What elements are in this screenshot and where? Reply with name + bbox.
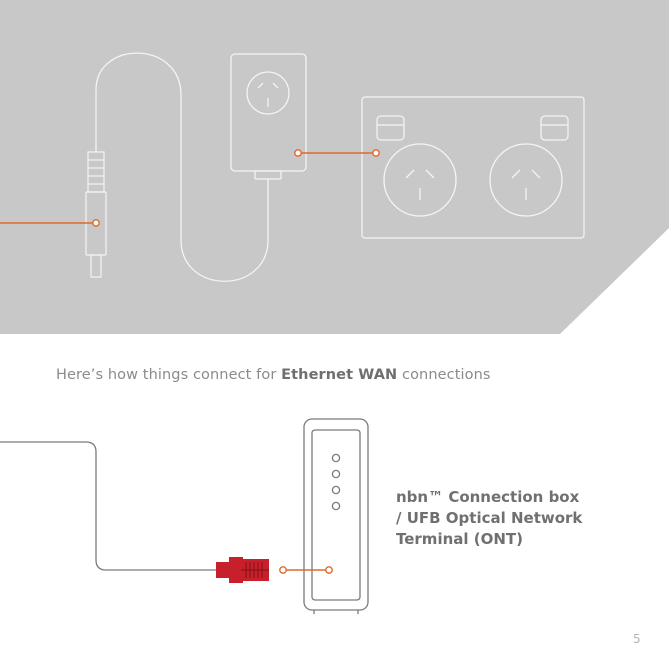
connection-caption: Here’s how things connect for Ethernet W…	[56, 367, 491, 383]
page-number: 5	[633, 632, 641, 646]
caption-emphasis: Ethernet WAN	[281, 367, 397, 383]
callout-line-bottom	[280, 567, 332, 573]
caption-text-after: connections	[397, 367, 490, 383]
device-label-line-1: nbn™ Connection box	[396, 487, 636, 508]
device-label-line-3: Terminal (ONT)	[396, 529, 636, 550]
ethernet-connector-icon	[216, 557, 269, 583]
device-label: nbn™ Connection box / UFB Optical Networ…	[396, 487, 636, 550]
caption-text-before: Here’s how things connect for	[56, 367, 281, 383]
ont-device-icon	[304, 419, 368, 614]
grey-panel	[0, 0, 669, 334]
ethernet-cable	[0, 442, 218, 570]
device-label-line-2: / UFB Optical Network	[396, 508, 636, 529]
